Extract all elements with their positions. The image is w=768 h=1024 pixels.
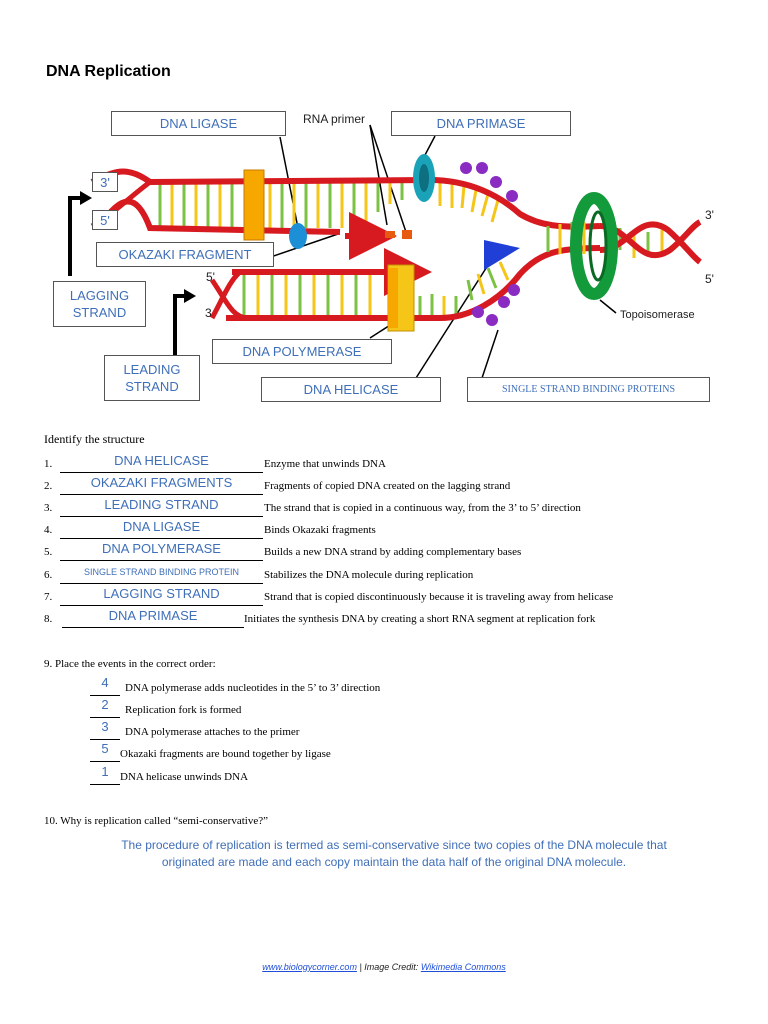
answer-blank[interactable]: DNA HELICASE: [60, 455, 263, 473]
lagging-strand-text: LAGGING STRAND: [68, 287, 131, 321]
order-text: DNA polymerase attaches to the primer: [125, 726, 299, 738]
answer-text: DNA LIGASE: [60, 519, 263, 534]
item-number: 2.: [44, 480, 58, 492]
dna-ligase-shape: [289, 223, 307, 249]
label-end-5-bottom-left: 5': [206, 270, 215, 284]
item-description: The strand that is copied in a continuou…: [264, 502, 581, 514]
item-number: 4.: [44, 524, 58, 536]
answer-text: OKAZAKI FRAGMENTS: [60, 475, 263, 490]
item-number: 3.: [44, 502, 58, 514]
order-prompt: 9. Place the events in the correct order…: [44, 658, 216, 670]
answer-blank[interactable]: OKAZAKI FRAGMENTS: [60, 477, 263, 495]
item-description: Stabilizes the DNA molecule during repli…: [264, 569, 473, 581]
answer-blank[interactable]: LAGGING STRAND: [60, 588, 263, 606]
order-blank[interactable]: 1: [90, 768, 120, 785]
order-text: DNA polymerase adds nucleotides in the 5…: [125, 682, 380, 694]
item-number: 5.: [44, 546, 58, 558]
label-rna-primer: RNA primer: [303, 112, 365, 126]
answer-text: DNA PRIMASE: [62, 608, 244, 623]
footer-credit-link[interactable]: Wikimedia Commons: [421, 962, 506, 972]
label-dna-ligase: DNA LIGASE: [111, 111, 286, 136]
order-answer: 1: [90, 764, 120, 779]
item-description: Enzyme that unwinds DNA: [264, 458, 386, 470]
footer-separator: | Image Credit:: [357, 962, 421, 972]
order-blank[interactable]: 3: [90, 723, 120, 740]
item-description: Strand that is copied discontinuously be…: [264, 591, 613, 603]
order-blank[interactable]: 5: [90, 745, 120, 762]
label-dna-polymerase: DNA POLYMERASE: [212, 339, 392, 364]
label-end-3-top-left: 3': [92, 172, 118, 192]
q10-answer[interactable]: The procedure of replication is termed a…: [60, 837, 728, 871]
identify-heading: Identify the structure: [44, 432, 145, 447]
answer-blank[interactable]: DNA LIGASE: [60, 521, 263, 539]
order-text: DNA helicase unwinds DNA: [120, 771, 248, 783]
item-description: Fragments of copied DNA created on the l…: [264, 480, 510, 492]
answer-blank[interactable]: LEADING STRAND: [60, 499, 263, 517]
answer-text: LAGGING STRAND: [60, 586, 263, 601]
item-description: Initiates the synthesis DNA by creating …: [244, 613, 595, 625]
top-duplex-bases: [160, 182, 402, 228]
label-end-3-right: 3': [705, 208, 714, 222]
answer-blank[interactable]: DNA POLYMERASE: [60, 543, 263, 561]
order-answer: 5: [90, 741, 120, 756]
item-description: Binds Okazaki fragments: [264, 524, 376, 536]
answer-blank[interactable]: DNA PRIMASE: [62, 610, 244, 628]
label-okazaki-fragment: OKAZAKI FRAGMENT: [96, 242, 274, 267]
label-lagging-strand: LAGGING STRAND: [53, 281, 146, 327]
top-backbone-outer: [92, 172, 600, 227]
label-leading-strand: LEADING STRAND: [104, 355, 200, 401]
answer-text: DNA HELICASE: [60, 453, 263, 468]
leading-strand-arrow: [175, 296, 184, 356]
footer: www.biologycorner.com | Image Credit: Wi…: [0, 962, 768, 972]
item-number: 7.: [44, 591, 58, 603]
item-number: 8.: [44, 613, 58, 625]
label-end-3-bottom-left: 3: [205, 306, 212, 320]
lagging-strand-arrow: [70, 198, 80, 276]
answer-text: LEADING STRAND: [60, 497, 263, 512]
label-end-5-right: 5': [705, 272, 714, 286]
order-blank[interactable]: 2: [90, 701, 120, 718]
label-topoisomerase: Topoisomerase: [620, 309, 695, 321]
label-ssb-proteins: SINGLE STRAND BINDING PROTEINS: [467, 377, 710, 402]
label-end-5-top-left: 5': [92, 210, 118, 230]
order-text: Okazaki fragments are bound together by …: [120, 748, 331, 760]
item-description: Builds a new DNA strand by adding comple…: [264, 546, 521, 558]
leading-strand-text: LEADING STRAND: [119, 361, 185, 395]
order-answer: 2: [90, 697, 120, 712]
order-text: Replication fork is formed: [125, 704, 241, 716]
bottom-duplex-bases: [244, 274, 456, 318]
item-number: 6.: [44, 569, 58, 581]
label-dna-primase: DNA PRIMASE: [391, 111, 571, 136]
answer-text: SINGLE STRAND BINDING PROTEIN: [60, 567, 263, 577]
label-dna-helicase: DNA HELICASE: [261, 377, 441, 402]
q10-answer-line-1: The procedure of replication is termed a…: [60, 837, 728, 854]
footer-site-link[interactable]: www.biologycorner.com: [262, 962, 357, 972]
ligase-block: [244, 170, 264, 240]
rna-primer-2: [402, 230, 412, 239]
q10-question: 10. Why is replication called “semi-cons…: [44, 815, 268, 827]
answer-text: DNA POLYMERASE: [60, 541, 263, 556]
item-number: 1.: [44, 458, 58, 470]
order-answer: 3: [90, 719, 120, 734]
answer-blank[interactable]: SINGLE STRAND BINDING PROTEIN: [60, 566, 263, 584]
order-blank[interactable]: 4: [90, 679, 120, 696]
rna-primer-1: [385, 231, 395, 238]
order-answer: 4: [90, 675, 120, 690]
q10-answer-line-2: originated are made and each copy mainta…: [60, 854, 728, 871]
